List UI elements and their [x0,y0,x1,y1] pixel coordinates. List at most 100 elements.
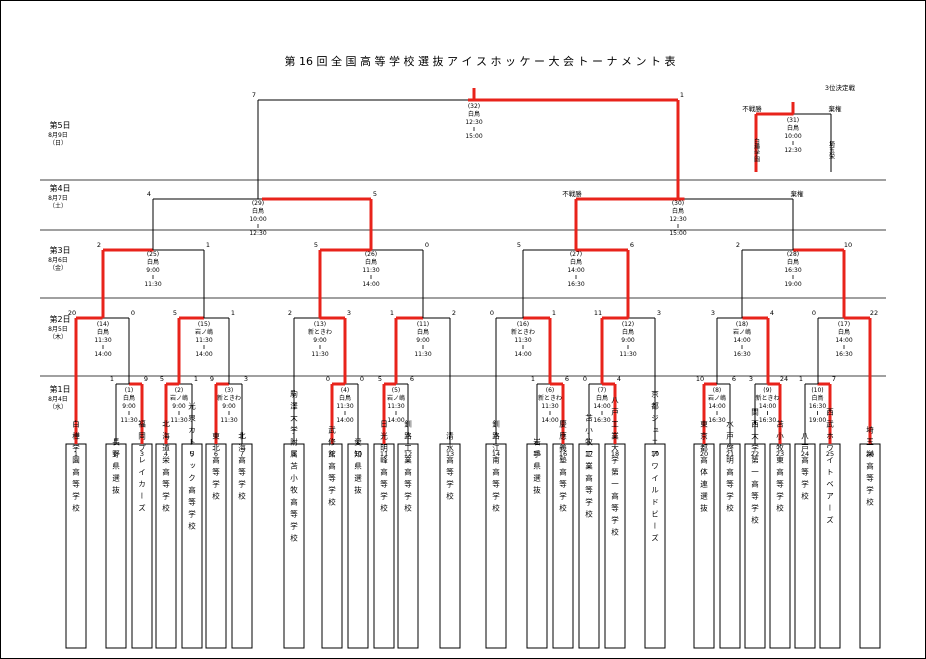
match-start: 9:00 [222,403,236,410]
team-number: 9 [330,450,334,458]
match-id: (7) [598,387,607,394]
match-id: (14) [97,321,109,328]
team-name: 京都ジュニアワイルドビーズ [650,389,659,546]
score-right: 0 [425,241,429,249]
team-name: 白樺学園高等学校 [71,419,80,516]
team-number: 26 [866,450,874,458]
match-start: 11:30 [362,267,379,274]
score-left: 4 [147,190,151,198]
team-number: 24 [801,450,809,458]
score-left: 5 [173,309,177,317]
team-number: 17 [585,450,593,458]
round-date-label: 8月5日 [48,326,68,333]
match-end: 14:00 [514,351,531,358]
match-venue: 白鳥 [570,258,582,266]
page-title: 第 16 回 全 国 高 等 学 校 選 抜 ア イ ス ホ ッ ケ ー 大 会… [285,54,676,68]
team-name: 関西大学第一高等学校 [750,408,759,528]
team-number: 3 [140,450,144,458]
team-name: 八戸高等学校 [800,432,809,504]
team-name: 福岡プレイカーズ [137,420,146,516]
team-number: 14 [492,450,500,458]
match-venue: 白鳥 [468,110,480,118]
match-venue: 白鳥 [339,394,351,402]
match-start: 9:00 [172,403,186,410]
round-weekday-label: （日） [49,140,67,147]
match-end: 11:30 [414,351,431,358]
match-venue: 岩ノ嶋 [387,394,405,402]
match-start: 11:30 [336,403,353,410]
team-name: 北海道栄高等学校 [161,420,170,516]
match-venue: 白鳥 [811,394,823,402]
match-start: 14:00 [733,337,750,344]
match-end: 19:00 [809,417,826,424]
team-number: 4 [164,450,168,458]
round-date-label: 8月4日 [48,396,68,403]
score-right: 3 [244,375,248,383]
third-place-team-right: 埼玉栄 [828,140,835,160]
team-number: 25 [826,450,834,458]
score-left: 0 [812,309,816,317]
team-name: 東京都高体連選抜 [699,419,708,516]
match-venue: 白鳥 [787,258,799,266]
team-name: 長野県選抜 [111,438,120,498]
match-id: (9) [763,387,772,394]
match-end: 14:00 [336,417,353,424]
match-end: 14:00 [541,417,558,424]
match-id: (2) [175,387,184,394]
match-venue: 白鳥 [596,394,608,402]
team-name: 苫小牧東高等学校 [775,419,784,516]
score-right: 3 [657,309,661,317]
match-end: 11:30 [311,351,328,358]
score-left: 不戦勝 [562,189,582,198]
match-end: 15:00 [669,230,686,237]
match-venue: 岩ノ嶋 [733,328,751,336]
score-right: 1 [206,241,210,249]
match-end: 16:30 [593,417,610,424]
match-start: 11:30 [94,337,111,344]
team-name: 八戸工業大学第一高等学校 [610,396,619,540]
round-day-label: 第3日 [49,245,70,255]
team-number: 8 [292,450,296,458]
team-number: 12 [404,450,412,458]
match-end: 11:30 [120,417,137,424]
team-name: 埼玉栄高等学校 [865,425,874,510]
match-id: (25) [147,251,159,258]
score-right: 24 [780,375,788,383]
score-left: 10 [696,375,704,383]
match-venue: 白鳥 [365,258,377,266]
score-left: 5 [314,241,318,249]
team-name: 釧路江南高等学校 [491,419,500,516]
match-start: 10:00 [249,216,266,223]
round-day-label: 第5日 [49,120,70,130]
match-venue: 白鳥 [123,394,135,402]
round-day-label: 第1日 [49,384,70,394]
match-venue: 白鳥 [147,258,159,266]
match-id: (26) [365,251,377,258]
score-right: 10 [844,241,852,249]
match-id: (3) [225,387,234,394]
score-right: 3 [347,309,351,317]
round-date-label: 8月6日 [48,257,68,264]
match-start: 9:00 [416,337,430,344]
match-id: (10) [811,387,823,394]
team-number: 15 [533,450,541,458]
match-end: 14:00 [195,351,212,358]
match-end: 11:30 [220,417,237,424]
match-end: 16:30 [708,417,725,424]
match-venue: 岩ノ嶋 [170,394,188,402]
match-venue: 白鳥 [787,124,799,132]
match-id: (16) [517,321,529,328]
match-end: 16:30 [835,351,852,358]
round-date-label: 8月7日 [48,195,68,202]
team-number: 18 [611,450,619,458]
team-name: 愛知県選抜 [353,437,362,498]
score-right: 棄権 [829,104,843,113]
match-venue: 新ときわ [308,328,332,336]
team-name: 日光明峰高等学校 [379,420,388,516]
score-right: 6 [732,375,736,383]
match-start: 11:30 [195,337,212,344]
round-weekday-label: （土） [49,202,67,210]
score-right: 棄権 [791,189,805,198]
match-venue: 白鳥 [252,207,264,215]
